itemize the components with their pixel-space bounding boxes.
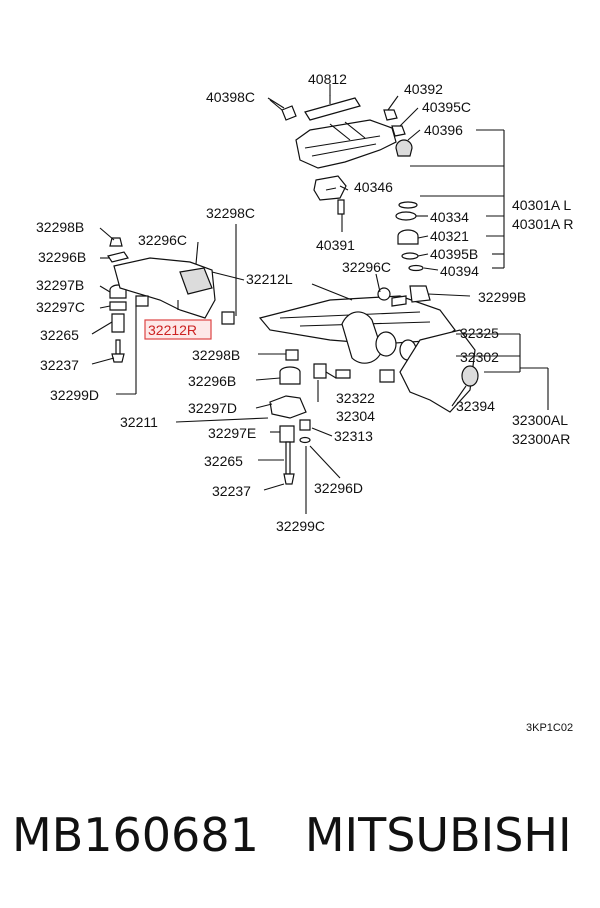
label-40392: 40392 [404,81,443,97]
label-32212R-highlighted: 32212R [148,322,197,338]
brand-name: MITSUBISHI [304,808,572,862]
label-32296C-left: 32296C [138,232,187,248]
label-32394: 32394 [456,398,495,414]
label-32297D: 32297D [188,400,237,416]
label-40334: 40334 [430,209,469,225]
label-32297E: 32297E [208,425,256,441]
label-32265-bot: 32265 [204,453,243,469]
label-32298C: 32298C [206,205,255,221]
label-32296D: 32296D [314,480,363,496]
label-32211: 32211 [120,414,158,430]
label-32299B: 32299B [478,289,526,305]
parts-diagram: 40812 40398C 40392 40395C 40396 40346 40… [36,71,574,734]
label-32304: 32304 [336,408,375,424]
label-40395C: 40395C [422,99,471,115]
label-40395B: 40395B [430,246,478,262]
label-40321: 40321 [430,228,469,244]
label-32265-top: 32265 [40,327,79,343]
label-40301AR: 40301A R [512,216,574,232]
label-32299D: 32299D [50,387,99,403]
label-32302: 32302 [460,349,499,365]
label-32237-bot: 32237 [212,483,251,499]
highlight-box-32212R [144,319,212,340]
part-number: MB160681 [12,808,259,862]
label-32300AL: 32300AL [512,412,568,428]
left-bushing-stack [107,237,129,363]
label-40391: 40391 [316,237,355,253]
lower-arm-32212R [113,257,235,325]
label-32325: 32325 [460,325,499,341]
label-32300AR: 32300AR [512,431,570,447]
leader-lines [91,84,549,514]
label-32296B-mid: 32296B [188,373,236,389]
label-32297C: 32297C [36,299,85,315]
label-32237-top: 32237 [40,357,79,373]
label-40812: 40812 [308,71,347,87]
middle-bushing-stack [269,349,351,485]
label-40396: 40396 [424,122,463,138]
label-32298B-top: 32298B [36,219,84,235]
footer: MB160681 MITSUBISHI [12,808,592,868]
label-32296B-top: 32296B [38,249,86,265]
label-32298B-mid: 32298B [192,347,240,363]
part-labels: 40812 40398C 40392 40395C 40396 40346 40… [36,71,574,734]
label-32313: 32313 [334,428,373,444]
label-40398C: 40398C [206,89,255,105]
label-32297B: 32297B [36,277,84,293]
label-32296C-right: 32296C [342,259,391,275]
knuckle-assembly [341,285,479,413]
upper-arm-assembly [269,95,424,272]
label-40301AL: 40301A L [512,197,571,213]
label-40394: 40394 [440,263,479,279]
label-32322: 32322 [336,390,375,406]
label-32299C: 32299C [276,518,325,534]
figure-code: 3KP1C02 [526,722,573,734]
label-40346: 40346 [354,179,393,195]
label-32212L: 32212L [246,271,293,287]
